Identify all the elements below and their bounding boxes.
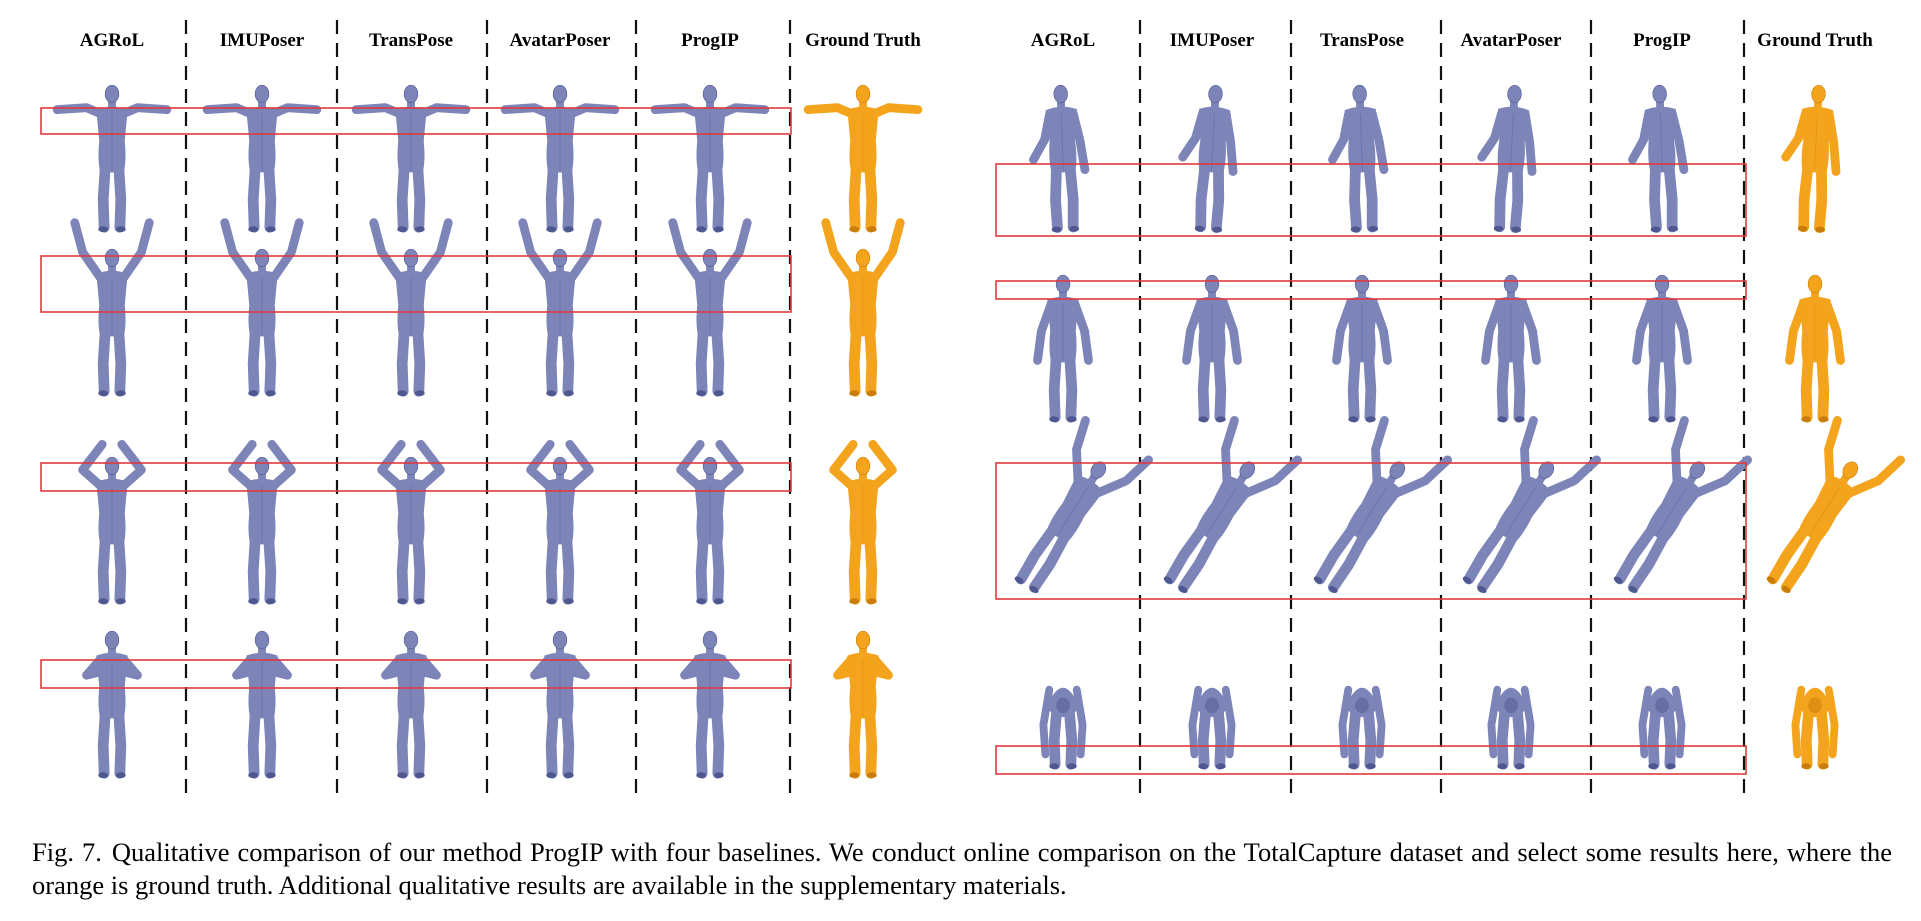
- left-header-transpose: TransPose: [369, 30, 453, 51]
- prediction-figure: [1613, 416, 1753, 594]
- prediction-figure: [1188, 685, 1236, 770]
- prediction-figure: [680, 630, 740, 779]
- prediction-figure: [518, 218, 602, 397]
- prediction-figure: [220, 218, 304, 397]
- right-headers: AGRoL IMUPoser TransPose AvatarPoser Pro…: [1031, 30, 1873, 51]
- prediction-figure: [1632, 274, 1692, 423]
- prediction-figure: [1328, 84, 1389, 233]
- prediction-figure: [668, 218, 752, 397]
- figure-caption: Fig. 7.Qualitative comparison of our met…: [32, 836, 1892, 902]
- prediction-figure: [676, 439, 744, 605]
- right-header-agrol: AGRoL: [1031, 30, 1095, 51]
- right-highlight-boxes: [995, 163, 1747, 775]
- prediction-figure: [1178, 84, 1238, 233]
- highlight-box: [40, 659, 792, 689]
- prediction-figure: [1462, 416, 1602, 594]
- highlight-box: [995, 745, 1747, 775]
- prediction-figure: [232, 630, 292, 779]
- left-header-avatarposer: AvatarPoser: [510, 30, 612, 51]
- ground-truth-figure: [1781, 84, 1841, 233]
- ground-truth-figure: [803, 84, 923, 233]
- left-panel: AGRoL IMUPoser TransPose AvatarPoser Pro…: [40, 20, 923, 800]
- prediction-figure: [78, 439, 146, 605]
- right-header-imuposer: IMUPoser: [1170, 30, 1255, 51]
- highlight-box: [40, 255, 792, 313]
- prediction-figure: [1182, 274, 1242, 423]
- ground-truth-figure: [821, 218, 905, 397]
- right-header-transpose: TransPose: [1320, 30, 1404, 51]
- right-column-dividers: [1138, 20, 1746, 800]
- highlight-box: [995, 280, 1747, 300]
- left-header-ground-truth: Ground Truth: [805, 30, 921, 51]
- right-figures: [1014, 84, 1906, 770]
- left-column-dividers: [184, 20, 792, 800]
- prediction-figure: [82, 630, 142, 779]
- left-header-agrol: AGRoL: [80, 30, 144, 51]
- prediction-figure: [1014, 416, 1154, 594]
- prediction-figure: [1039, 685, 1087, 770]
- prediction-figure: [530, 630, 590, 779]
- prediction-figure: [202, 84, 322, 233]
- left-headers: AGRoL IMUPoser TransPose AvatarPoser Pro…: [80, 30, 921, 51]
- caption-text: Qualitative comparison of our method Pro…: [32, 837, 1892, 900]
- prediction-figure: [1163, 416, 1303, 594]
- right-header-ground-truth: Ground Truth: [1757, 30, 1873, 51]
- right-header-progip: ProgIP: [1633, 30, 1691, 51]
- prediction-figure: [1481, 274, 1541, 423]
- ground-truth-figure: [1785, 274, 1845, 423]
- prediction-figure: [1477, 84, 1537, 233]
- highlight-box: [995, 163, 1747, 237]
- ground-truth-figure: [833, 630, 893, 779]
- left-highlight-boxes: [40, 107, 792, 689]
- ground-truth-figure: [829, 439, 897, 605]
- prediction-figure: [1033, 274, 1093, 423]
- prediction-figure: [650, 84, 770, 233]
- prediction-figure: [1332, 274, 1392, 423]
- prediction-figure: [52, 84, 172, 233]
- prediction-figure: [381, 630, 441, 779]
- highlight-box: [40, 107, 792, 135]
- prediction-figure: [369, 218, 453, 397]
- highlight-box: [995, 462, 1747, 600]
- prediction-figure: [70, 218, 154, 397]
- prediction-figure: [351, 84, 471, 233]
- right-header-avatarposer: AvatarPoser: [1461, 30, 1563, 51]
- prediction-figure: [1628, 84, 1689, 233]
- ground-truth-figure: [1766, 416, 1906, 594]
- prediction-figure: [1638, 685, 1686, 770]
- left-header-progip: ProgIP: [681, 30, 739, 51]
- highlight-box: [40, 462, 792, 492]
- prediction-figure: [526, 439, 594, 605]
- left-figures: [52, 84, 923, 779]
- right-panel: AGRoL IMUPoser TransPose AvatarPoser Pro…: [995, 20, 1906, 800]
- prediction-figure: [500, 84, 620, 233]
- prediction-figure: [1029, 84, 1090, 233]
- left-header-imuposer: IMUPoser: [220, 30, 305, 51]
- prediction-figure: [1313, 416, 1453, 594]
- caption-label: Fig. 7.: [32, 837, 102, 867]
- prediction-figure: [377, 439, 445, 605]
- prediction-figure: [228, 439, 296, 605]
- prediction-figure: [1487, 685, 1535, 770]
- qualitative-comparison-figure: AGRoL IMUPoser TransPose AvatarPoser Pro…: [40, 20, 1906, 800]
- ground-truth-figure: [1791, 685, 1839, 770]
- prediction-figure: [1338, 685, 1386, 770]
